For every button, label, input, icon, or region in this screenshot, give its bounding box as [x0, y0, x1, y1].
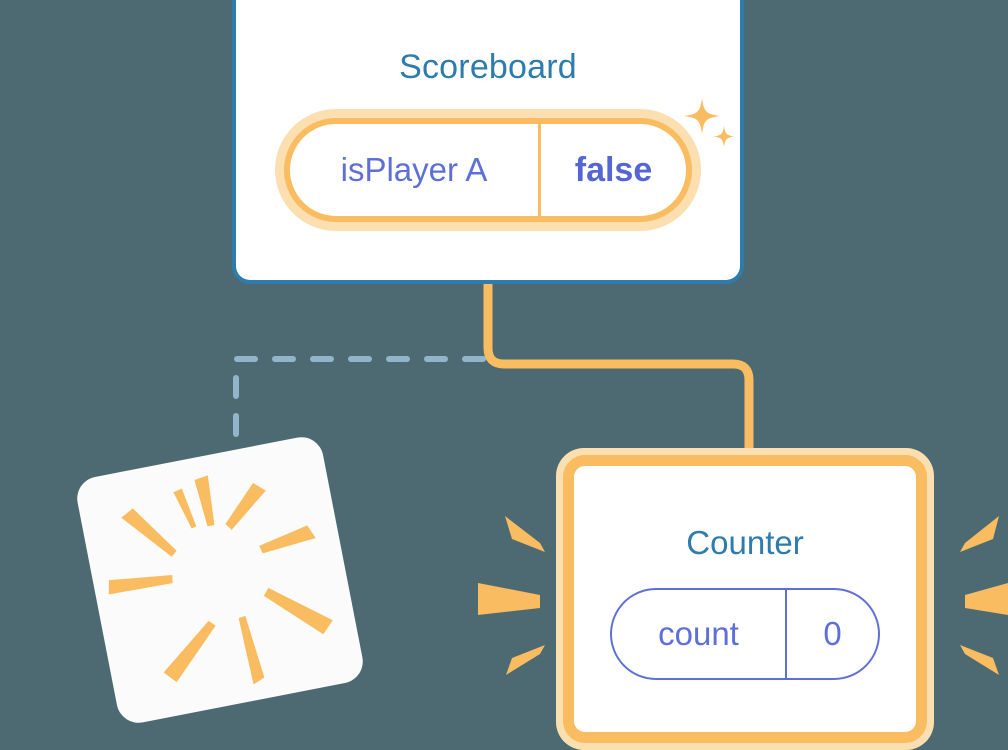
counter-pill-key: count — [612, 590, 787, 678]
scoreboard-title: Scoreboard — [399, 48, 577, 86]
counter-rays-right — [960, 516, 1008, 675]
scoreboard-pill-value: false — [574, 150, 653, 189]
burst-card[interactable] — [73, 433, 367, 727]
counter-title: Counter — [686, 524, 804, 561]
scoreboard-pill-key: isPlayer A — [290, 124, 541, 216]
burst-rays-icon — [108, 475, 333, 685]
solid-connector-to-counter — [483, 284, 754, 456]
counter-pill-value: 0 — [823, 615, 842, 652]
counter-card-inner: Counter count 0 — [563, 455, 927, 743]
scoreboard-pill-wrapper: isPlayer A false — [275, 109, 701, 231]
scoreboard-card[interactable]: Scoreboard isPlayer A false — [232, 0, 744, 284]
scoreboard-state-pill[interactable]: isPlayer A false — [284, 118, 692, 222]
counter-state-pill[interactable]: count 0 — [610, 588, 880, 680]
counter-rays-left — [478, 516, 545, 675]
counter-card[interactable]: Counter count 0 — [556, 448, 934, 750]
